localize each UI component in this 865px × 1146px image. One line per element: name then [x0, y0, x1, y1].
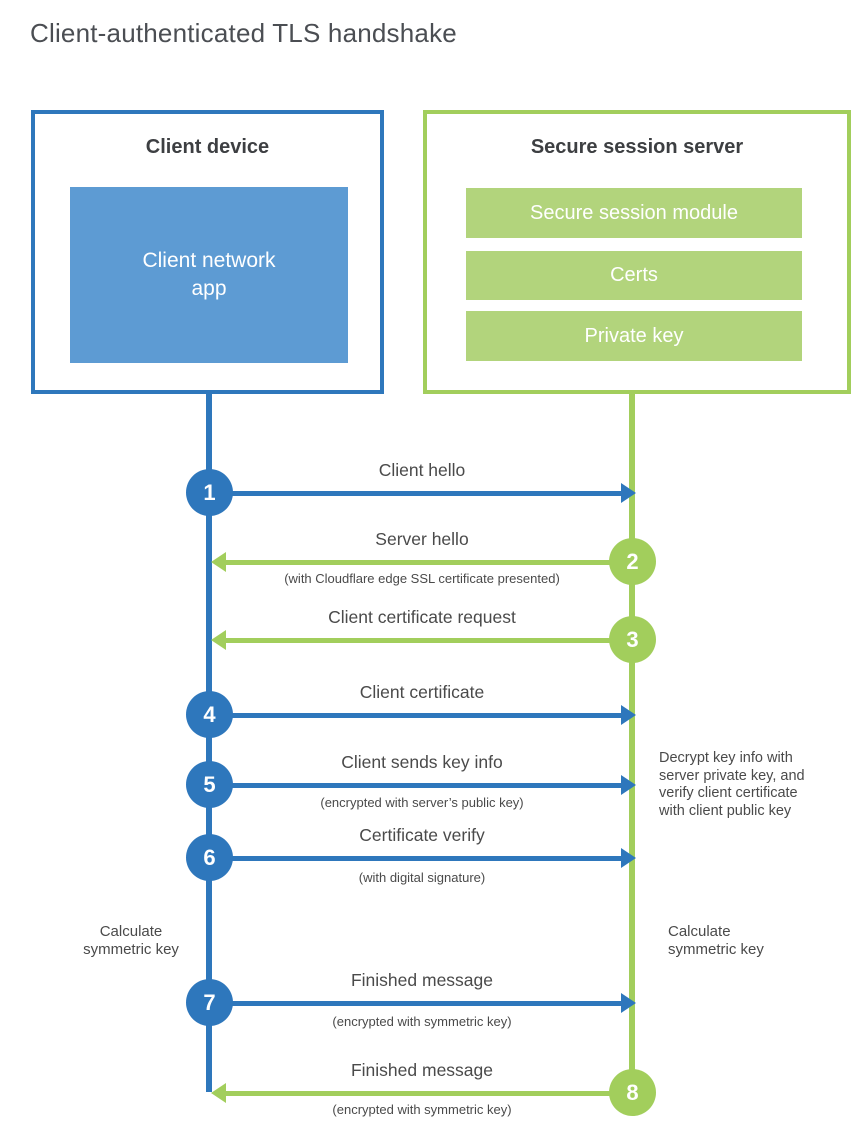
- step-5-arrow-line: [209, 783, 622, 788]
- step-4-label: Client certificate: [359, 682, 485, 702]
- step-2-label: Server hello: [375, 529, 469, 549]
- step-5-label: Client sends key info: [341, 752, 503, 772]
- calculate-symmetric-key-left: Calculate symmetric key: [83, 923, 179, 958]
- step-7-label: Finished message: [350, 970, 494, 990]
- step-1-number: 1: [203, 479, 216, 505]
- step-8-sublabel: (encrypted with symmetric key): [332, 1102, 512, 1117]
- calculate-symmetric-key-right: Calculate symmetric key: [668, 923, 764, 958]
- step-8-number: 8: [626, 1079, 639, 1105]
- client-device-title: Client device: [145, 136, 270, 158]
- client-lifeline: [206, 392, 212, 1092]
- step-2-circle: 2: [609, 538, 656, 585]
- step-8-circle: 8: [609, 1069, 656, 1116]
- step-7-arrow-line: [209, 1001, 622, 1006]
- step-2-sublabel: (with Cloudflare edge SSL certificate pr…: [284, 571, 560, 586]
- step-7-circle: 7: [186, 979, 233, 1026]
- step-5-sublabel: (encrypted with server’s public key): [320, 795, 524, 810]
- step-4-number: 4: [203, 701, 216, 727]
- decrypt-note: Decrypt key info with server private key…: [659, 750, 805, 819]
- step-6-sublabel: (with digital signature): [358, 870, 486, 885]
- step-8-arrow-left-icon: [211, 1083, 226, 1103]
- step-5-number: 5: [203, 771, 216, 797]
- server-lifeline: [629, 392, 635, 1095]
- step-7-arrow-right-icon: [621, 993, 636, 1013]
- step-2-number: 2: [626, 548, 639, 574]
- step-7-sublabel: (encrypted with symmetric key): [332, 1014, 512, 1029]
- step-1-circle: 1: [186, 469, 233, 516]
- step-6-arrow-right-icon: [621, 848, 636, 868]
- step-6-label: Certificate verify: [359, 825, 485, 845]
- step-3-number: 3: [626, 626, 639, 652]
- server-module-certs: Certs: [466, 251, 802, 300]
- client-network-app-label: Client network app: [142, 249, 276, 300]
- step-2-arrow-line: [225, 560, 632, 565]
- step-1-arrow-line: [209, 491, 622, 496]
- step-5-circle: 5: [186, 761, 233, 808]
- step-4-circle: 4: [186, 691, 233, 738]
- step-2-arrow-left-icon: [211, 552, 226, 572]
- secure-session-server-title: Secure session server: [530, 136, 744, 158]
- step-4-arrow-line: [209, 713, 622, 718]
- server-module-secure-session: Secure session module: [466, 188, 802, 238]
- client-network-app-box: Client network app: [70, 187, 348, 363]
- step-3-circle: 3: [609, 616, 656, 663]
- step-8-label: Finished message: [350, 1060, 494, 1080]
- step-8-arrow-line: [225, 1091, 632, 1096]
- step-6-arrow-line: [209, 856, 622, 861]
- step-3-arrow-left-icon: [211, 630, 226, 650]
- page-title: Client-authenticated TLS handshake: [30, 18, 457, 48]
- step-1-arrow-right-icon: [621, 483, 636, 503]
- step-5-arrow-right-icon: [621, 775, 636, 795]
- step-3-arrow-line: [225, 638, 632, 643]
- step-1-label: Client hello: [378, 460, 466, 480]
- step-3-label: Client certificate request: [328, 607, 516, 627]
- step-4-arrow-right-icon: [621, 705, 636, 725]
- step-7-number: 7: [203, 989, 216, 1015]
- step-6-circle: 6: [186, 834, 233, 881]
- server-module-private-key: Private key: [466, 311, 802, 361]
- step-6-number: 6: [203, 844, 216, 870]
